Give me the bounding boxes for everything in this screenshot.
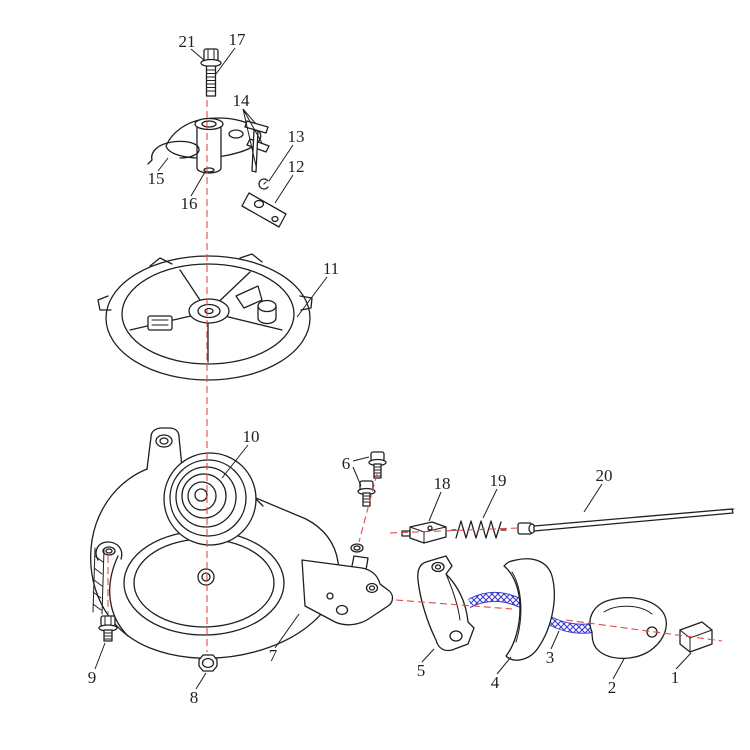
part-21-17-bolt — [200, 48, 222, 97]
label-7: 7 — [269, 646, 278, 665]
label-9: 9 — [88, 668, 97, 687]
part-10-spiral-spring — [163, 452, 264, 546]
leader-lines — [94, 47, 692, 690]
label-4: 4 — [491, 673, 500, 692]
part-20-throttle-rod — [517, 508, 735, 535]
label-2: 2 — [608, 678, 617, 697]
part-11-starter-ring — [97, 253, 313, 381]
label-19: 19 — [490, 471, 507, 490]
label-12: 12 — [288, 157, 305, 176]
part-1-rope-anchor — [679, 621, 713, 653]
part-4-rope-guide — [503, 558, 555, 661]
label-13: 13 — [288, 127, 305, 146]
part-8-nut — [198, 654, 218, 672]
part-14-brackets — [244, 120, 270, 173]
part-2-starter-handle — [589, 597, 667, 659]
part-5-bracket — [417, 555, 475, 652]
label-15: 15 — [148, 169, 165, 188]
part-18-connector — [401, 521, 447, 544]
part-13-clip — [258, 178, 269, 190]
label-3: 3 — [546, 648, 555, 667]
label-5: 5 — [417, 661, 426, 680]
part-15-spring-wire — [147, 140, 200, 165]
part-9-bolt — [98, 615, 118, 642]
label-11: 11 — [323, 259, 339, 278]
centerlines — [107, 100, 723, 652]
part-15-16-friction-plate — [147, 117, 262, 174]
label-6: 6 — [342, 454, 351, 473]
label-18: 18 — [434, 474, 451, 493]
label-1: 1 — [671, 668, 680, 687]
label-10: 10 — [243, 427, 260, 446]
part-labels: 21 17 14 13 12 15 16 11 10 6 18 19 20 9 … — [88, 30, 680, 707]
part-7-pawl-bracket — [301, 555, 394, 626]
label-17: 17 — [229, 30, 247, 49]
label-16: 16 — [181, 194, 198, 213]
part-6-bolts — [357, 451, 387, 507]
part-12-plate — [241, 192, 287, 228]
label-14: 14 — [233, 91, 251, 110]
label-8: 8 — [190, 688, 199, 707]
label-21: 21 — [179, 32, 196, 51]
label-20: 20 — [596, 466, 613, 485]
